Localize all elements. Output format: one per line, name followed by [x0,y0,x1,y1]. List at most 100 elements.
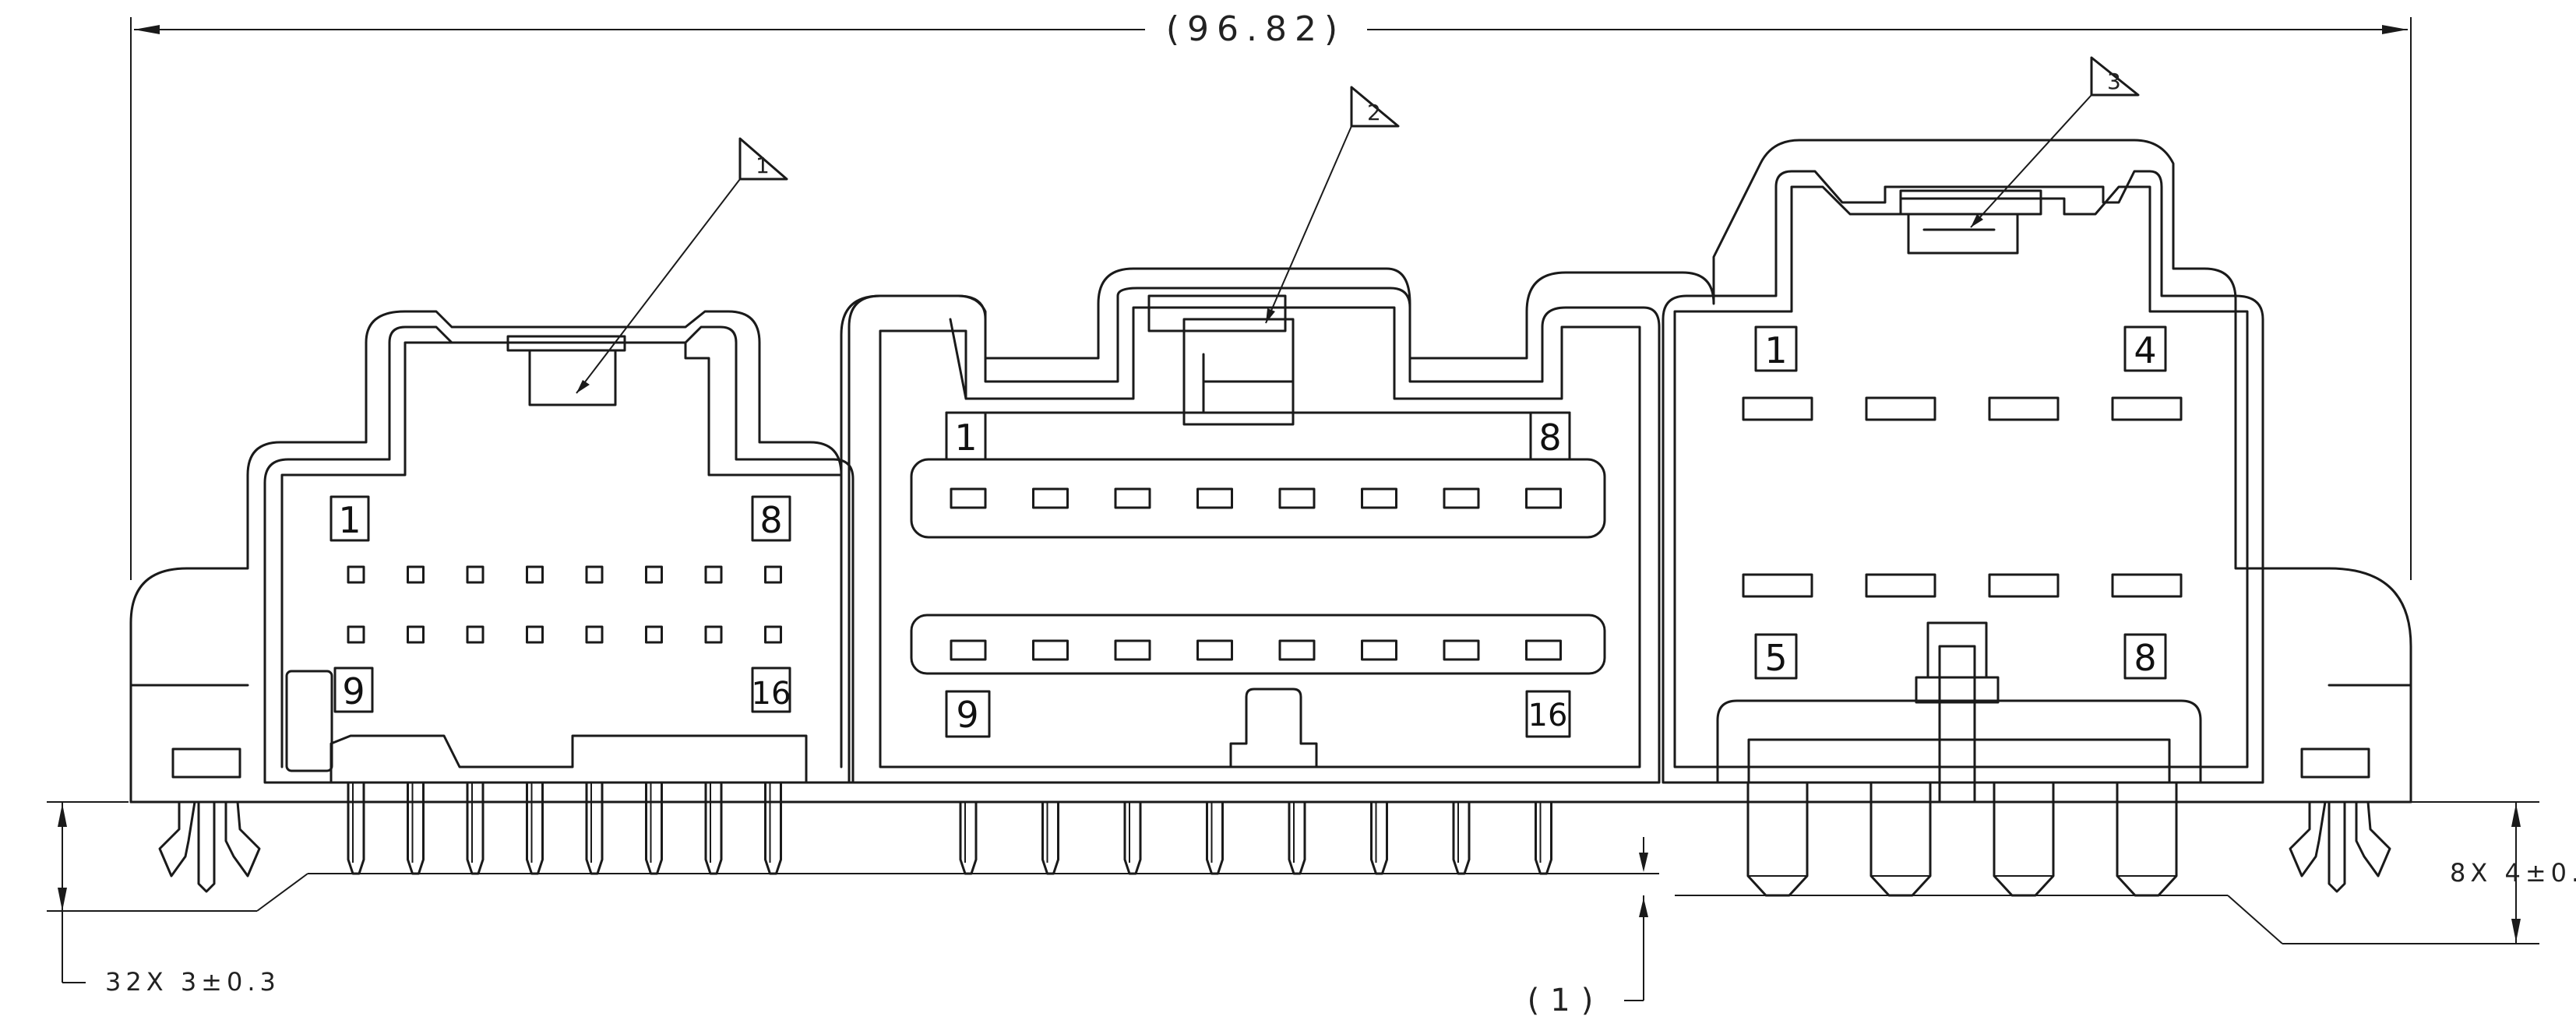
c2-cavity [1361,639,1397,661]
c3-board-pin [1993,781,2055,897]
right-board-lock [2289,800,2391,893]
c1-cavity [407,565,425,584]
c2-board-pin [959,800,978,875]
c1-cavity [645,625,663,644]
c1-cavity [347,565,365,584]
c2-cavity [1114,487,1151,509]
c1-cavity [347,625,365,644]
right-latch-slot [2300,747,2370,779]
c2-cavity [1443,487,1480,509]
connector-1-cavities [347,565,782,644]
pin-tail-32x-label: 32X 3±0.3 [105,967,280,997]
c1-cavity [526,565,544,584]
c2-cavity [1196,639,1233,661]
c3-cavity [1865,573,1936,598]
c3-board-pin [1746,781,1809,897]
c1-label-1: 1 [338,499,361,541]
left-board-lock [158,800,261,893]
connector-1: 1 8 9 16 [263,325,855,784]
c2-cavity [950,487,987,509]
c3-cavity [1988,573,2060,598]
c2-cavity [1525,639,1562,661]
c3-cavity [2111,573,2183,598]
small-gap-dimension: (1) [1528,837,1648,1018]
c2-board-pin [1535,800,1552,875]
connector-2-board-pins [959,800,1552,875]
c3-board-pin [1869,781,1932,897]
overall-width-dimension: (96.82) [130,9,2412,580]
c1-board-pin [466,781,485,875]
c3-cavity [1742,396,1813,421]
c1-board-pin [407,781,425,875]
c1-cavity [764,625,782,644]
c3-cavity [1742,573,1813,598]
c3-cavity [1988,396,2060,421]
c2-cavity [1032,639,1069,661]
c2-cavity [1525,487,1562,509]
c1-board-pin [704,781,723,875]
c1-cavity [704,625,723,644]
connector-1-board-pins [347,781,782,875]
pin-tail-8x-label: 8X 4±0.3 [2450,858,2576,888]
c1-board-pin [347,781,365,875]
c2-board-pin [1370,800,1388,875]
c2-cavity [1032,487,1069,509]
c2-board-pin [1206,800,1224,875]
c3-cavity [1865,396,1936,421]
callout-3-label: 3 [2107,69,2121,94]
c2-cavity [1361,487,1397,509]
callout-1-label: 1 [756,153,770,178]
connector-3-board-pins [1746,781,2178,897]
pin-tail-32x-dimension: 32X 3±0.3 [47,801,1659,997]
c1-cavity [704,565,723,584]
c2-cavity [1278,639,1316,661]
c1-board-pin [526,781,544,875]
c1-cavity [585,565,604,584]
c2-board-pin [1288,800,1306,875]
c1-cavity [585,625,604,644]
c2-cavity [1114,639,1151,661]
c2-label-16: 16 [1528,698,1568,733]
c2-board-pin [1041,800,1059,875]
c1-cavity [466,565,485,584]
callout-2: 2 [1265,86,1400,324]
c1-label-8: 8 [759,499,782,541]
overall-width-label: (96.82) [1166,9,1345,49]
housing-outline [129,139,2412,804]
c2-cavity [1443,639,1480,661]
c2-board-pin [1123,800,1142,875]
c2-label-1: 1 [954,417,977,459]
c2-cavity [1196,487,1233,509]
c1-label-16: 16 [752,676,791,712]
c2-cavity [950,639,987,661]
c3-board-pin [2116,781,2178,897]
c2-label-8: 8 [1538,417,1561,459]
connector-3: 1 4 5 8 [1662,170,2264,804]
callout-2-label: 2 [1367,100,1381,125]
c2-board-pin [1452,800,1471,875]
small-gap-label: (1) [1528,983,1605,1018]
c1-board-pin [764,781,782,875]
c2-cavity [1278,487,1316,509]
left-latch-slot [171,747,241,779]
pin-tail-8x-dimension: 8X 4±0.3 [1675,801,2576,944]
callout-3: 3 [1970,56,2140,228]
c1-cavity [526,625,544,644]
c1-cavity [764,565,782,584]
c3-label-4: 4 [2134,329,2156,371]
connector-2-cavities [950,487,1562,661]
c1-board-pin [585,781,604,875]
connector-2: 1 8 9 16 [848,287,1661,784]
c1-cavity [645,565,663,584]
c3-label-5: 5 [1764,637,1787,679]
callout-1: 1 [576,137,788,394]
c1-cavity [466,625,485,644]
c3-label-1: 1 [1764,329,1787,371]
connector-3-cavities [1742,396,2183,598]
c2-label-9: 9 [956,694,978,736]
c1-cavity [407,625,425,644]
c3-cavity [2111,396,2183,421]
c1-label-9: 9 [342,670,365,712]
c1-board-pin [645,781,663,875]
